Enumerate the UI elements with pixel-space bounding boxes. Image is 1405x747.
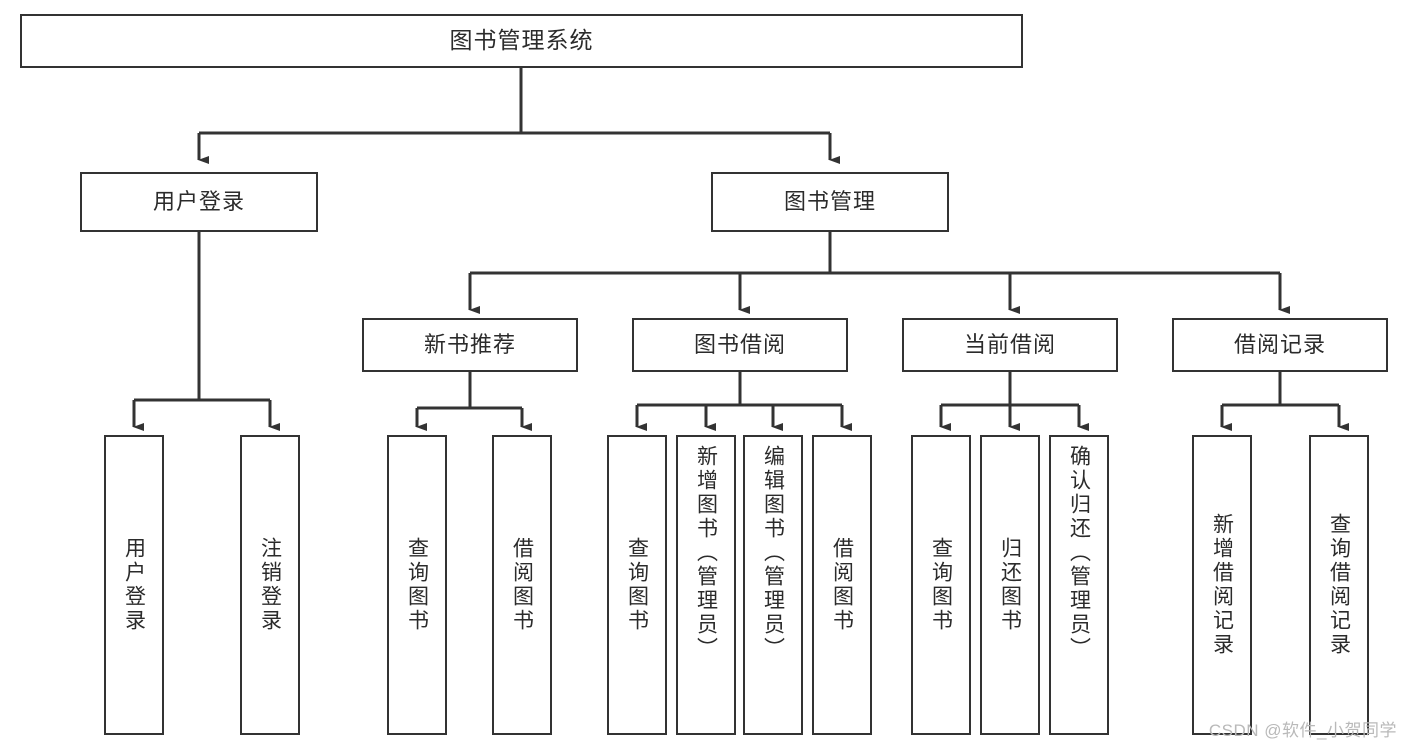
node-leaf-borrow-query-book[interactable]: 查询图书 [607,435,667,735]
node-leaf-borrow-borrow-book-label: 借阅图书 [830,537,854,633]
node-leaf-user-login-label: 用户登录 [122,537,146,633]
node-book-management[interactable]: 图书管理 [711,172,949,232]
node-leaf-current-query-book-label: 查询图书 [929,537,953,633]
node-new-book-recommend-label: 新书推荐 [423,331,516,357]
node-leaf-record-add[interactable]: 新增借阅记录 [1192,435,1252,735]
node-leaf-borrow-edit-book[interactable]: 编辑图书（管理员） [743,435,803,735]
node-leaf-current-return-book-label: 归还图书 [998,537,1022,633]
node-leaf-borrow-query-book-label: 查询图书 [625,537,649,633]
watermark-text: CSDN @软件_小贺同学 [1208,721,1397,740]
node-leaf-recommend-borrow-book[interactable]: 借阅图书 [492,435,552,735]
node-user-login-label: 用户登录 [152,188,245,214]
node-current-borrow-label: 当前借阅 [963,331,1056,357]
node-leaf-record-query-label: 查询借阅记录 [1327,513,1351,657]
node-borrow-record[interactable]: 借阅记录 [1172,318,1388,372]
node-leaf-user-logout[interactable]: 注销登录 [240,435,300,735]
node-current-borrow[interactable]: 当前借阅 [902,318,1118,372]
node-leaf-record-query[interactable]: 查询借阅记录 [1309,435,1369,735]
node-leaf-recommend-query-book-label: 查询图书 [405,537,429,633]
node-leaf-current-query-book[interactable]: 查询图书 [911,435,971,735]
node-leaf-recommend-query-book[interactable]: 查询图书 [387,435,447,735]
node-leaf-current-confirm-return-label: 确认归还（管理员） [1067,445,1091,661]
node-leaf-current-return-book[interactable]: 归还图书 [980,435,1040,735]
node-leaf-borrow-add-book[interactable]: 新增图书（管理员） [676,435,736,735]
node-leaf-recommend-borrow-book-label: 借阅图书 [510,537,534,633]
node-root-system[interactable]: 图书管理系统 [20,14,1023,68]
node-book-borrow-label: 图书借阅 [693,331,786,357]
node-root-system-label: 图书管理系统 [449,27,594,54]
node-leaf-record-add-label: 新增借阅记录 [1210,513,1234,657]
node-leaf-user-logout-label: 注销登录 [258,537,282,633]
node-leaf-borrow-borrow-book[interactable]: 借阅图书 [812,435,872,735]
node-leaf-borrow-add-book-label: 新增图书（管理员） [694,445,718,661]
node-leaf-current-confirm-return[interactable]: 确认归还（管理员） [1049,435,1109,735]
node-leaf-user-login[interactable]: 用户登录 [104,435,164,735]
node-book-management-label: 图书管理 [783,188,876,214]
node-leaf-borrow-edit-book-label: 编辑图书（管理员） [761,445,785,661]
node-user-login[interactable]: 用户登录 [80,172,318,232]
node-borrow-record-label: 借阅记录 [1233,331,1326,357]
node-new-book-recommend[interactable]: 新书推荐 [362,318,578,372]
node-book-borrow[interactable]: 图书借阅 [632,318,848,372]
